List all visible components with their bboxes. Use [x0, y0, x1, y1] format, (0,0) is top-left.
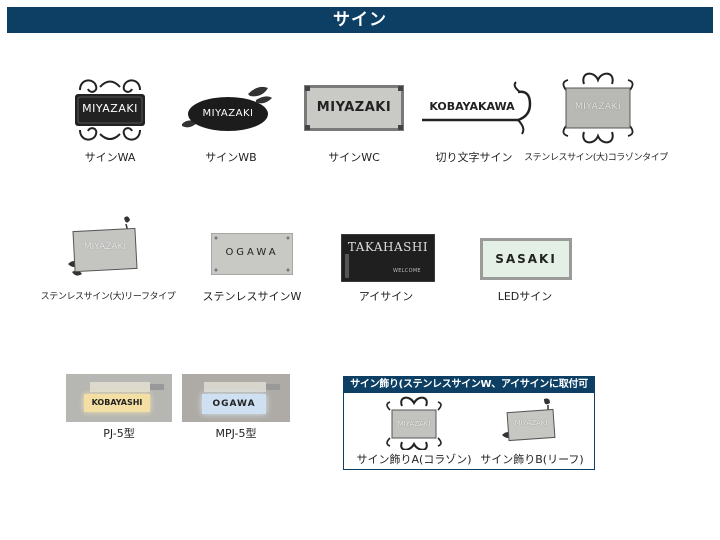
leaf-ornament-icon	[68, 216, 138, 276]
caption-sign-stainless-w: ステンレスサインW	[202, 290, 302, 303]
sign-wb: MIYAZAKI	[178, 84, 274, 138]
sign-decoration-box: サイン飾り(ステンレスサインW、アイサインに取付可能) MIYAZAKI サイン…	[343, 376, 595, 470]
sign-led: SASAKI	[480, 238, 572, 280]
leaf-ornament-icon	[182, 86, 272, 131]
sign-ai-plate-text: TAKAHASHI	[347, 240, 429, 254]
scroll-ornament-icon	[75, 79, 145, 141]
decor-b: MIYAZAKI	[502, 397, 560, 449]
caption-sign-cutout: 切り文字サイン	[435, 151, 513, 164]
sign-decoration-box-title: サイン飾り(ステンレスサインW、アイサインに取付可能)	[344, 377, 594, 406]
leaf-ornament-icon	[502, 398, 556, 442]
sign-wc-plate-text: MIYAZAKI	[316, 100, 392, 115]
section-header: サイン	[7, 7, 713, 33]
sign-cutout: KOBAYAKAWA	[418, 80, 536, 136]
decor-a-plate-text: MIYAZAKI	[397, 420, 431, 428]
caption-decor-b: サイン飾りB(リーフ)	[480, 453, 584, 466]
sign-stainless-w: OGAWA	[210, 232, 294, 276]
sign-stainless-corazon-plate-text: MIYAZAKI	[574, 102, 622, 112]
caption-sign-stainless-leaf: ステンレスサイン(大)リーフタイプ	[40, 292, 176, 302]
sign-ai: TAKAHASHI WELCOME	[340, 233, 436, 283]
caption-sign-stainless-corazon: ステンレスサイン(大)コラゾンタイプ	[524, 153, 668, 163]
decor-a: MIYAZAKI	[384, 396, 444, 451]
caption-sign-wc: サインWC	[328, 151, 380, 164]
sign-stainless-w-plate-text: OGAWA	[225, 247, 279, 258]
decor-b-plate-text: MIYAZAKI	[514, 419, 548, 427]
caption-decor-a: サイン飾りA(コラゾン)	[356, 453, 472, 466]
sign-wa: MIYAZAKI	[70, 74, 150, 144]
caption-sign-led: LEDサイン	[497, 290, 553, 303]
caption-sign-pj5: PJ-5型	[103, 427, 135, 440]
sign-mpj5-plate-text: OGAWA	[212, 399, 256, 409]
sign-wc: MIYAZAKI	[304, 85, 404, 131]
scroll-ornament-icon	[386, 396, 442, 451]
sign-ai-sub-text: WELCOME	[393, 268, 421, 274]
caption-sign-ai: アイサイン	[358, 290, 414, 303]
caption-sign-mpj5: MPJ-5型	[215, 427, 257, 440]
caption-sign-wa: サインWA	[84, 151, 136, 164]
sign-stainless-leaf: MIYAZAKI	[66, 214, 146, 280]
sign-wb-plate-text: MIYAZAKI	[202, 108, 254, 119]
sign-led-plate-text: SASAKI	[495, 252, 557, 266]
sign-cutout-plate-text: KOBAYAKAWA	[429, 100, 515, 113]
sign-wa-plate-text: MIYAZAKI	[82, 102, 138, 115]
sign-pj5: KOBAYASHI	[66, 374, 172, 422]
sign-stainless-corazon: MIYAZAKI	[560, 70, 636, 146]
scroll-ornament-icon	[562, 72, 634, 144]
sign-stainless-leaf-plate-text: MIYAZAKI	[83, 242, 127, 252]
sign-pj5-plate-text: KOBAYASHI	[91, 398, 143, 407]
bracket-ornament-icon	[422, 81, 532, 135]
caption-sign-wb: サインWB	[205, 151, 257, 164]
sign-mpj5: OGAWA	[182, 374, 290, 422]
